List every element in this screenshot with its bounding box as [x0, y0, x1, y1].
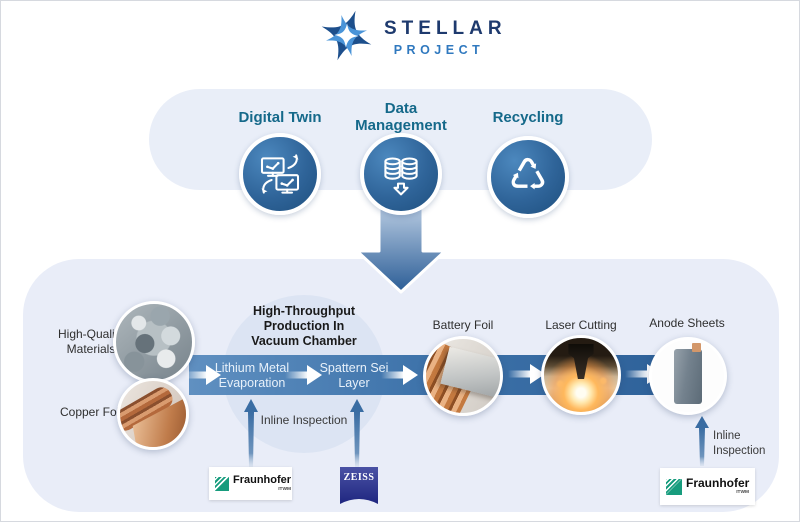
zeiss-logo: ZEISS — [340, 467, 378, 504]
data-management-badge — [360, 133, 442, 215]
inspection-up-arrow-icon — [244, 399, 258, 467]
fraunhofer-logo-icon — [666, 478, 682, 495]
fraunhofer-name: Fraunhofer — [686, 476, 750, 490]
step-lithium-metal-evaporation: Lithium Metal Evaporation — [214, 361, 290, 390]
fraunhofer-institute: ITWM — [736, 490, 750, 495]
band-arrow-icon — [381, 365, 418, 385]
band-arrow-icon — [285, 365, 322, 385]
pillar-label-recycling: Recycling — [492, 109, 564, 126]
project-wordmark: STELLAR PROJECT — [384, 18, 507, 57]
band-arrow-icon — [508, 364, 545, 384]
copper-foil-photo — [117, 378, 189, 450]
label-copper-foil: Copper Foil — [59, 405, 123, 419]
band-arrow-icon — [184, 365, 221, 385]
project-subtitle: PROJECT — [393, 43, 485, 57]
digital-twin-badge — [239, 133, 321, 215]
battery-foil-photo — [423, 336, 503, 416]
laser-cutting-photo — [541, 335, 621, 415]
inspection-up-arrow-icon — [695, 416, 709, 466]
digital-twin-icon — [260, 154, 300, 194]
label-anode-sheets: Anode Sheets — [649, 316, 725, 330]
inspection-up-arrow-icon — [350, 399, 364, 467]
fraunhofer-itwm-logo-right: Fraunhofer ITWM — [660, 468, 755, 505]
project-title: STELLAR — [384, 18, 507, 39]
label-high-quality-materials: High-Quality Materials — [57, 327, 125, 356]
stellar-star-logo-icon — [321, 10, 372, 61]
recycling-icon: ♺ — [508, 149, 548, 201]
label-laser-cutting: Laser Cutting — [545, 318, 617, 332]
anode-tab-shape — [692, 343, 701, 352]
fraunhofer-itwm-logo-left: Fraunhofer ITWM — [209, 467, 292, 500]
high-quality-materials-photo — [113, 301, 195, 383]
label-inline-inspection-right: Inline Inspection — [713, 430, 766, 457]
fraunhofer-logo-icon — [215, 476, 229, 491]
vacuum-chamber-title: High-Throughput Production In Vacuum Cha… — [251, 304, 357, 348]
pillar-label-data-management: Data Management — [355, 100, 447, 135]
recycling-badge: ♺ — [487, 136, 569, 218]
step-spattern-sei-layer: Spattern Sei Layer — [319, 361, 389, 390]
fraunhofer-institute: ITWM — [278, 486, 292, 492]
fraunhofer-name: Fraunhofer — [233, 473, 292, 486]
anode-sheet-shape — [674, 349, 702, 404]
anode-sheets-graphic — [649, 337, 727, 415]
label-inline-inspection-center: Inline Inspection — [260, 413, 348, 427]
pillar-label-digital-twin: Digital Twin — [238, 109, 322, 126]
database-icon — [384, 157, 418, 196]
label-battery-foil: Battery Foil — [432, 318, 494, 332]
zeiss-wordmark: ZEISS — [344, 472, 375, 483]
